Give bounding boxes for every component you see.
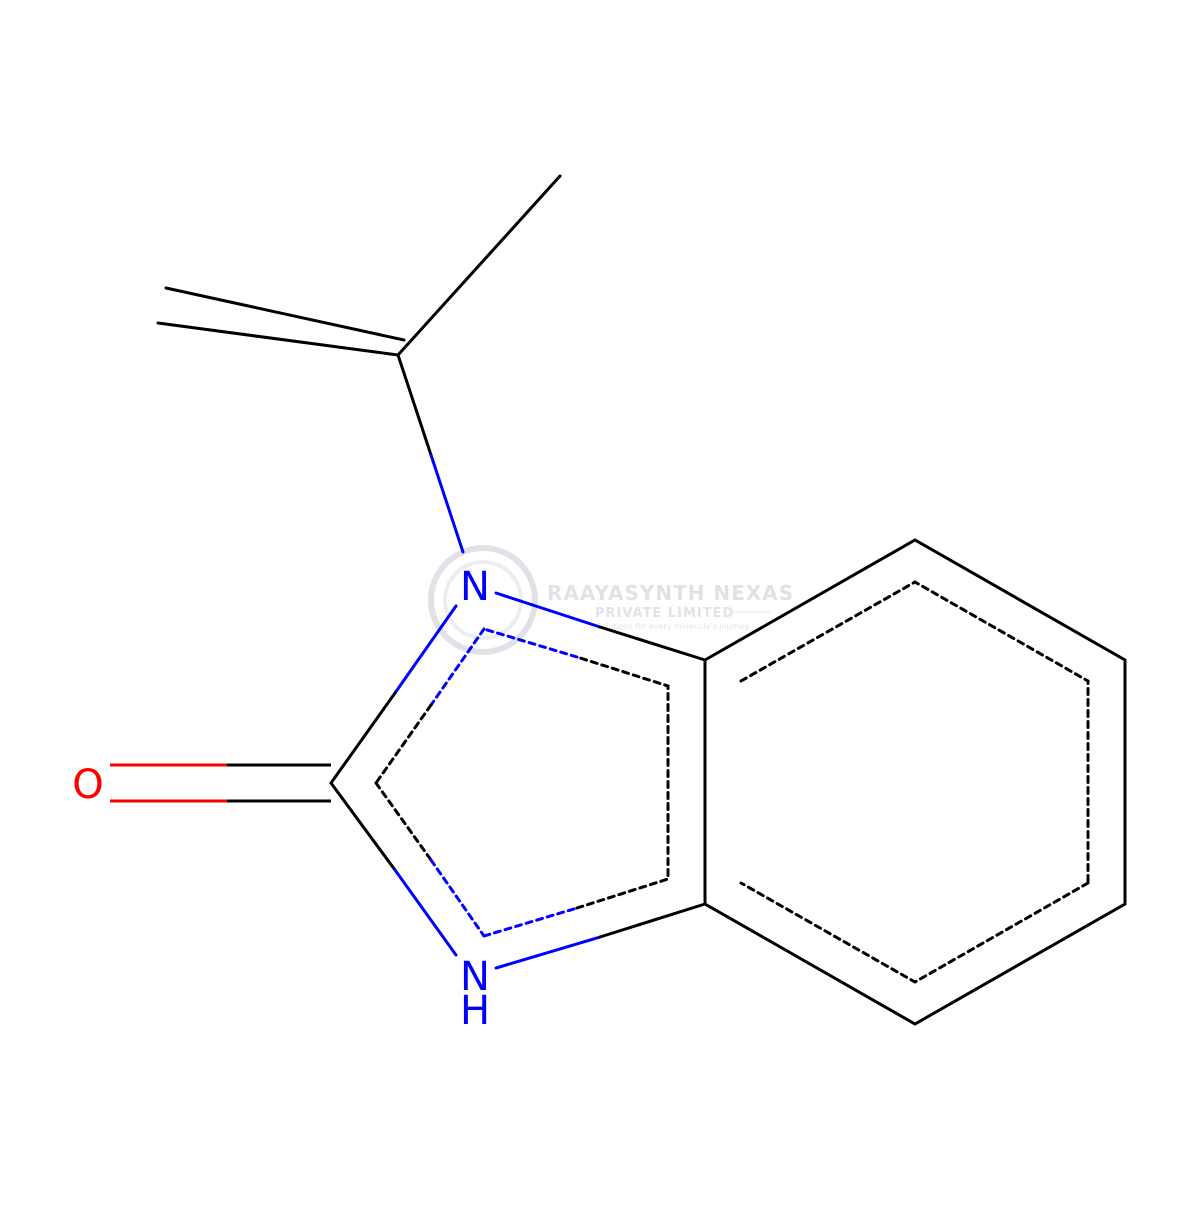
watermark-subtitle: PRIVATE LIMITED [595, 606, 734, 621]
atom-label-n3: N [460, 954, 490, 1000]
bond-methyl [396, 174, 562, 357]
aromatic-dash-n3-c3a-black [575, 655, 670, 910]
atom-label-n3-hydrogen: H [460, 988, 490, 1034]
aromatic-dash-c7a-n1-blue [482, 627, 579, 659]
watermark: RAAYASYNTH NEXAS PRIVATE LIMITED Solutio… [428, 545, 794, 655]
bond-n3-c3a-blue [494, 935, 602, 970]
bond-c-n1-black [396, 353, 433, 457]
bond-vinyl-double-b [164, 286, 406, 342]
isopropenyl-group [156, 174, 562, 554]
carbonyl-group [110, 763, 331, 803]
bond-vinyl-double-a [156, 321, 400, 357]
aromatic-dash-c2-upper [374, 703, 433, 785]
aromatic-dash-n1-c2 [429, 627, 486, 707]
bond-n1-c7a-black [598, 625, 707, 662]
atom-label-n1: N [460, 564, 490, 610]
bond-c2-n3-black [329, 781, 397, 872]
benzene-outline [703, 538, 1127, 1026]
imidazolone-ring [329, 591, 707, 970]
aromatic-dash-benzene-lower [739, 881, 1090, 984]
aromatic-dash-benzene-upper [739, 580, 1090, 885]
bond-n1-c2-blue [393, 604, 458, 695]
bond-c-n1-blue [429, 453, 465, 554]
watermark-logo-icon [428, 545, 538, 655]
bond-c2-n3-blue [393, 868, 458, 957]
watermark-tagline: Solutions for every molecule's journey [596, 622, 750, 631]
watermark-title: RAAYASYNTH NEXAS [547, 581, 794, 605]
aromatic-dash-n3-c3a-blue [482, 906, 579, 938]
bond-n1-c7a-blue [494, 591, 602, 629]
atom-label-oxygen: O [72, 762, 103, 808]
bond-n1-c2-black [329, 691, 397, 785]
benzene-ring [703, 538, 1127, 1026]
bond-n3-c3a-black [598, 902, 707, 939]
atom-labels: O N N H [72, 564, 490, 1034]
aromatic-dash-c2-n3 [429, 858, 486, 938]
aromatic-dash-c2-lower [374, 781, 433, 862]
